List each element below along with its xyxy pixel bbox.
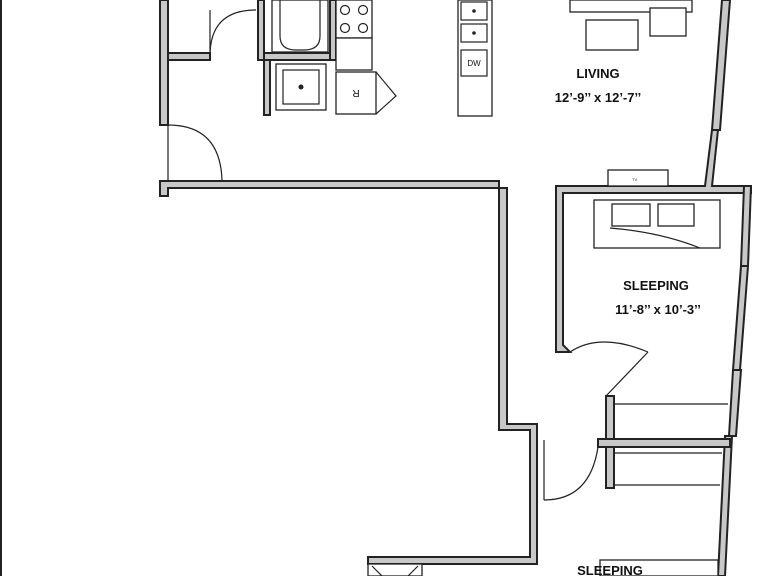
- living-room-name: LIVING: [576, 66, 619, 81]
- dishwasher: [460, 49, 488, 77]
- bathroom: [271, 0, 329, 111]
- dishwasher-label: DW: [467, 59, 481, 68]
- wall-exterior-mid: [727, 369, 743, 437]
- kitchen: R DW: [335, 0, 493, 117]
- counter-left: [335, 37, 373, 71]
- wall-exterior-window: [731, 265, 750, 371]
- sleeping-room-2-name: SLEEPING: [577, 563, 643, 576]
- pillow-left: [611, 203, 651, 227]
- shower-inner: [282, 69, 320, 105]
- door-swings: [167, 9, 649, 501]
- door-swing-bedroom1: [569, 341, 649, 353]
- pillow-right: [657, 203, 695, 227]
- wall-bath-stub: [167, 52, 211, 61]
- faucet-1: [472, 9, 476, 13]
- living-room-dims: 12’-9’’ x 12’-7’’: [555, 90, 641, 105]
- wall-closet-top: [597, 438, 731, 448]
- wall-exterior-low: [716, 435, 734, 576]
- faucet-2: [472, 31, 476, 35]
- sleeping-room-1-name: SLEEPING: [623, 278, 689, 293]
- wall-exterior-right-lower: [739, 185, 753, 267]
- refrigerator-label: R: [352, 87, 359, 98]
- sink-1: [460, 1, 488, 21]
- living-furniture: [569, 0, 693, 51]
- bed-blanket: [609, 227, 701, 249]
- bedroom1-furniture: TV: [593, 169, 721, 249]
- walls: [159, 0, 753, 576]
- door-swing-bath: [209, 9, 257, 57]
- coffee-table: [585, 19, 639, 51]
- tv-label: TV: [632, 177, 637, 182]
- wall-kitchen-side: [329, 0, 337, 61]
- bedroom-door-panel: [605, 351, 649, 397]
- refrigerator: [335, 71, 377, 115]
- room-labels: LIVING 12’-9’’ x 12’-7’’ SLEEPING 11’-8’…: [555, 66, 701, 576]
- burner-1: [339, 4, 351, 16]
- sleeping-room-1-dims: 11’-8’’ x 10’-3’’: [615, 302, 701, 317]
- island: [457, 0, 493, 117]
- wall-closet-b: [605, 446, 615, 489]
- closet-shelves: [614, 403, 728, 486]
- sink-2: [460, 23, 488, 43]
- door-swing-entry: [167, 124, 223, 181]
- burner-2: [357, 4, 369, 16]
- burner-3: [339, 22, 351, 34]
- bottom-fixture-lines: [371, 565, 419, 576]
- bottom-fixture: [367, 563, 423, 576]
- tv-console: [607, 169, 669, 187]
- armchair: [649, 7, 687, 37]
- wall-center-corridor: [159, 180, 538, 565]
- burner-4: [357, 22, 369, 34]
- wall-bath-side: [257, 0, 265, 61]
- door-swing-closet: [543, 446, 599, 501]
- wall-closet-side: [263, 59, 271, 116]
- wall-bath-divider: [261, 52, 335, 61]
- bathtub-basin: [279, 0, 321, 51]
- fridge-door-swing: [375, 71, 397, 115]
- wall-upper-left: [159, 0, 169, 126]
- shower-drain: [298, 84, 304, 90]
- wall-exterior-right: [710, 0, 732, 131]
- range: [335, 0, 373, 39]
- bottom-bed: [599, 559, 719, 576]
